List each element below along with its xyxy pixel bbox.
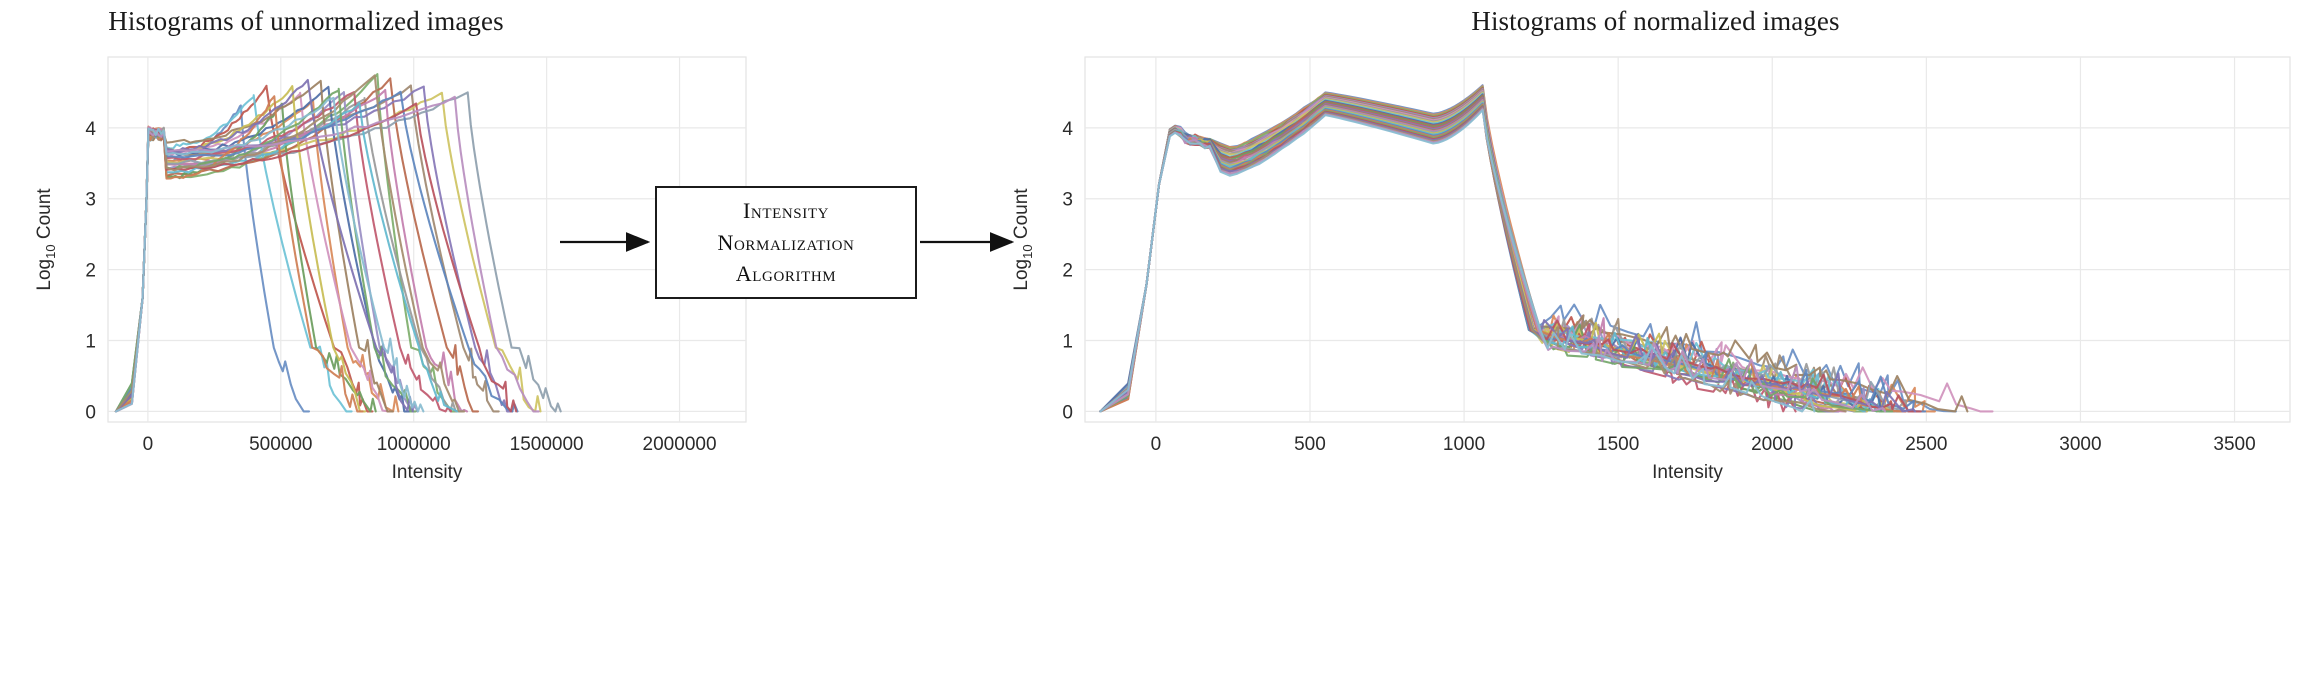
x-tick-label: 2000: [1751, 434, 1793, 455]
algorithm-box-line-2: Normalization: [717, 229, 855, 255]
series-group: [114, 73, 562, 413]
left-chart-canvas: 0 500000 1000000 1500000 2000000 0 1 2 3 4Intensi…: [34, 56, 747, 483]
gridlines: [1085, 57, 2290, 422]
right-chart-canvas: 0 500 1000 1500 2000 2500 3000 3500 0 1 2 3 4Intensi…: [1011, 56, 2291, 483]
x-axis-title: Intensity: [1652, 462, 1723, 483]
algorithm-box-line-3: Algorithm: [735, 261, 837, 287]
algorithm-box-line-1: Intensity: [742, 197, 830, 223]
algorithm-box: Intensity Normalization Algorithm: [655, 186, 917, 299]
x-tick-label: 3500: [2213, 434, 2255, 455]
flow-arrows: [560, 232, 1015, 252]
panel-unnormalized: Histograms of unnormalized images 0 50000…: [0, 0, 1020, 696]
x-tick-label: 1500: [1597, 434, 1639, 455]
x-tick-label: 500000: [249, 434, 312, 455]
y-tick-label: 3: [1062, 190, 1073, 211]
x-axis-title: Intensity: [392, 462, 463, 483]
x-tick-label: 0: [1151, 434, 1162, 455]
x-tick-label: 1500000: [510, 434, 584, 455]
y-tick-label: 4: [1062, 119, 1073, 140]
x-tick-label: 2500: [1905, 434, 1947, 455]
x-tick-label: 3000: [2059, 434, 2101, 455]
series-line: [1099, 109, 1816, 413]
y-tick-label: 1: [85, 331, 96, 352]
y-tick-label: 0: [1062, 402, 1073, 423]
x-tick-labels: 0 500 1000 1500 2000 2500 3000 3500: [1151, 434, 2256, 455]
panel-normalized: Histograms of normalized images 0 500 1000…: [1010, 0, 2311, 696]
x-tick-label: 2000000: [643, 434, 717, 455]
y-tick-label: 4: [85, 119, 96, 140]
y-tick-labels: 0 1 2 3 4: [1062, 119, 1073, 423]
left-chart-title: Histograms of unnormalized images: [108, 6, 504, 36]
x-tick-label: 1000: [1443, 434, 1485, 455]
y-axis-title: Log10 Count: [34, 188, 58, 291]
right-chart-title: Histograms of normalized images: [1471, 6, 1840, 36]
x-tick-label: 500: [1294, 434, 1326, 455]
normalization-flow: Intensity Normalization Algorithm: [560, 180, 1020, 330]
y-tick-labels: 0 1 2 3 4: [85, 119, 96, 423]
y-tick-label: 2: [85, 261, 96, 282]
series-line: [114, 96, 425, 413]
y-axis-title: Log10 Count: [1011, 188, 1035, 291]
series-group: [1099, 84, 1994, 413]
y-tick-label: 1: [1062, 331, 1073, 352]
x-tick-label: 1000000: [377, 434, 451, 455]
y-tick-label: 3: [85, 190, 96, 211]
x-tick-label: 0: [143, 434, 154, 455]
y-tick-label: 0: [85, 402, 96, 423]
y-tick-label: 2: [1062, 261, 1073, 282]
x-tick-labels: 0 500000 1000000 1500000 2000000: [143, 434, 717, 455]
svg-text:Log10 Count: Log10 Count: [1011, 188, 1035, 291]
svg-text:Log10 Count: Log10 Count: [34, 188, 58, 291]
